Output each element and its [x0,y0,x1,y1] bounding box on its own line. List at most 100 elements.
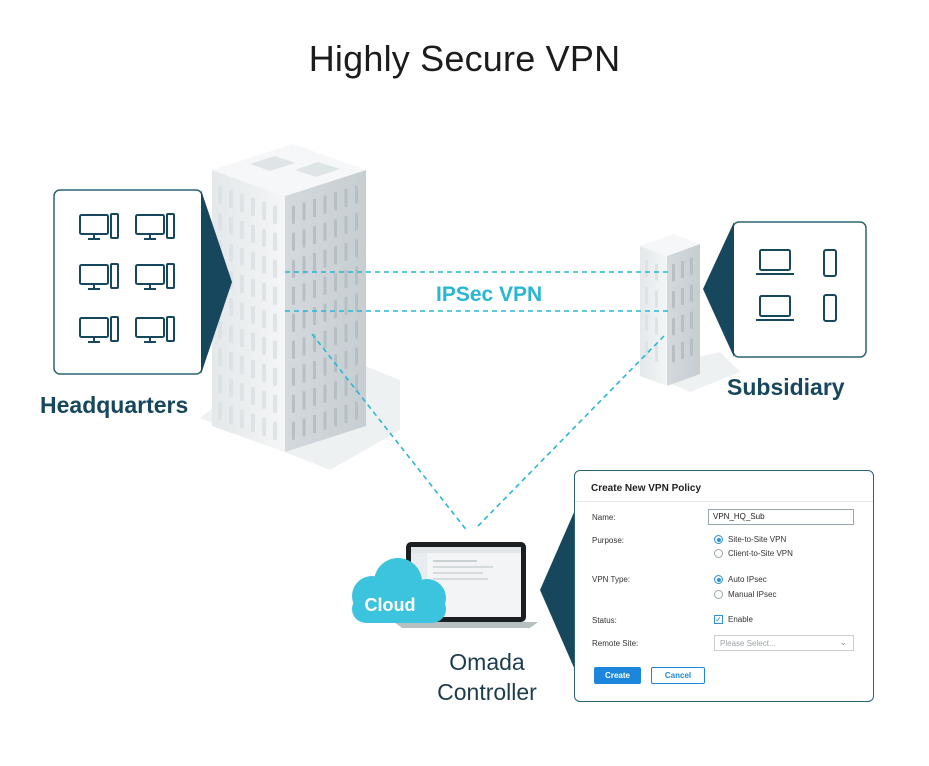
window [273,259,277,278]
window [262,390,266,409]
window [313,415,316,434]
create-button[interactable]: Create [594,667,641,684]
window [344,323,348,342]
window [251,359,255,378]
radio-icon [714,590,723,599]
window [645,313,648,331]
purpose-option-client-to-site[interactable]: Client-to-Site VPN [714,549,793,558]
status-option-label: Enable [728,615,753,624]
policy-panel-pointer [540,510,575,670]
window [251,224,255,243]
window [218,186,222,205]
window [218,348,222,367]
window [273,340,277,359]
desktop-icon [79,213,119,240]
window [323,330,327,349]
window [655,344,658,362]
window [681,260,684,278]
window [313,280,316,299]
vpn-type-option-label: Auto IPsec [728,575,767,584]
window [262,282,266,301]
window [344,269,348,288]
window [262,228,266,247]
window [313,226,316,245]
window [262,255,266,274]
window [292,232,295,251]
cancel-button[interactable]: Cancel [651,667,705,684]
name-field[interactable]: VPN_HQ_Sub [708,509,854,525]
purpose-option-site-to-site[interactable]: Site-to-Site VPN [714,535,786,544]
window [672,291,675,309]
remote-site-select[interactable]: Please Select... ⌄ [714,635,854,651]
window [262,363,266,382]
window [323,411,327,430]
window [313,253,316,272]
window [334,219,337,238]
window [645,340,648,358]
window [323,222,327,241]
window [240,382,244,401]
window [273,421,277,440]
window [292,394,295,413]
window [323,249,327,268]
window [262,417,266,436]
window [240,220,244,239]
window [323,195,327,214]
omada-controller-label: Omada Controller [372,647,602,707]
window [355,347,358,366]
window [240,193,244,212]
window [323,276,327,295]
window [334,246,337,265]
purpose-option-label: Site-to-Site VPN [728,535,787,544]
window [690,284,693,302]
chevron-down-icon: ⌄ [839,637,847,647]
ipsec-tunnel [285,271,668,312]
window [355,239,358,258]
vpn-type-option-auto[interactable]: Auto IPsec [714,575,767,584]
remote-site-placeholder: Please Select... [720,639,776,648]
status-enable-checkbox[interactable]: ✓ Enable [714,615,753,624]
controller-label-line2: Controller [437,679,537,705]
window [292,340,295,359]
cloud-label: Cloud [364,595,416,615]
window [218,213,222,232]
remote-site-label: Remote Site: [592,639,639,648]
window [302,337,306,356]
phone-icon [823,294,837,322]
subsidiary-building [640,234,700,386]
window [334,192,337,211]
laptop-icon [756,295,794,321]
window [218,402,222,421]
window [240,328,244,347]
window [302,391,306,410]
window [273,286,277,305]
window [251,305,255,324]
window [645,259,648,277]
panel-divider [575,501,873,502]
window [672,264,675,282]
window [355,266,358,285]
vpn-type-option-manual[interactable]: Manual IPsec [714,590,776,599]
window [240,247,244,266]
window [229,325,233,344]
window [302,418,306,437]
window [302,229,306,248]
window [240,274,244,293]
desktop-icon [79,263,119,290]
window [344,377,348,396]
mobile-device-icon-group [756,249,837,322]
window [313,361,316,380]
window [273,232,277,251]
window [355,293,358,312]
purpose-option-label: Client-to-Site VPN [728,549,793,558]
window [251,413,255,432]
window [240,409,244,428]
checkbox-checked-icon: ✓ [714,614,723,624]
window [655,290,658,308]
window [690,338,693,356]
window [334,300,337,319]
window [681,341,684,359]
window [355,320,358,339]
